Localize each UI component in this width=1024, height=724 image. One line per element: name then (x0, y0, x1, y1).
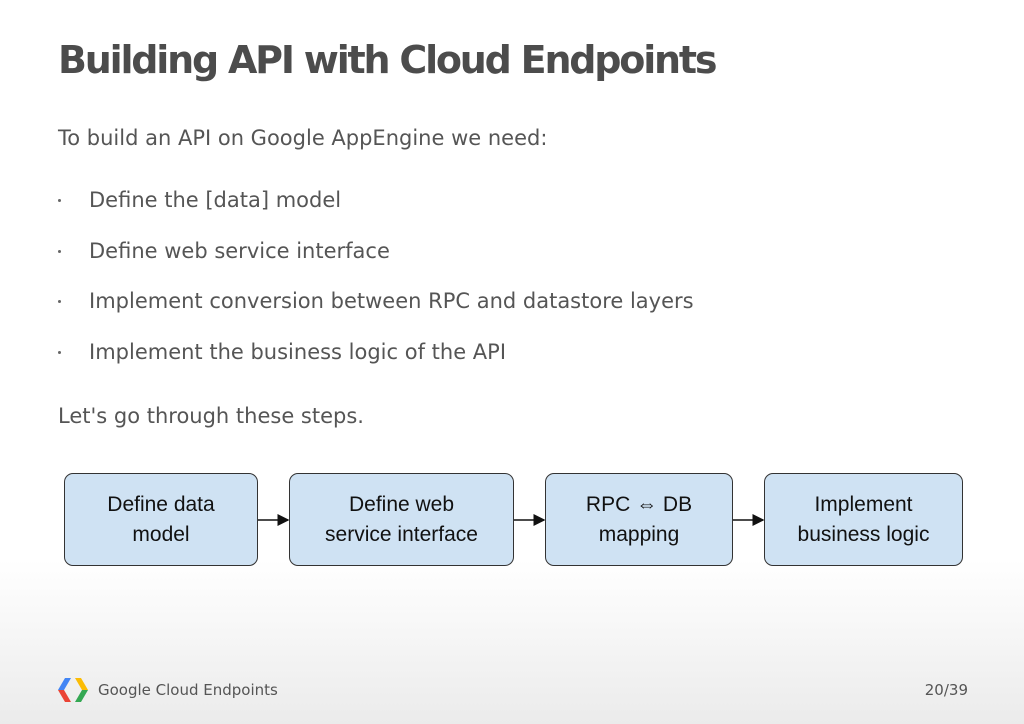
outro-text: Let's go through these steps. (58, 404, 364, 428)
bullet-item: Define web service interface (58, 239, 694, 290)
page-number: 20/39 (924, 681, 968, 699)
google-cloud-logo-icon (58, 678, 88, 702)
intro-text: To build an API on Google AppEngine we n… (58, 126, 548, 150)
slide-title: Building API with Cloud Endpoints (58, 38, 717, 82)
bullet-list: Define the [data] model Define web servi… (58, 188, 694, 390)
bullet-text: Define web service interface (89, 238, 390, 263)
footer-title: Google Cloud Endpoints (98, 681, 278, 699)
bullet-item: Define the [data] model (58, 188, 694, 239)
bullet-item: Implement the business logic of the API (58, 340, 694, 391)
bullet-dot-icon (58, 300, 61, 303)
bullet-text: Implement the business logic of the API (89, 339, 507, 364)
bullet-item: Implement conversion between RPC and dat… (58, 289, 694, 340)
bullet-dot-icon (58, 249, 61, 253)
bullet-dot-icon (58, 199, 61, 202)
bullet-text: Define the [data] model (89, 188, 342, 212)
bullet-dot-icon (58, 350, 61, 354)
bullet-text: Implement conversion between RPC and dat… (89, 289, 694, 313)
